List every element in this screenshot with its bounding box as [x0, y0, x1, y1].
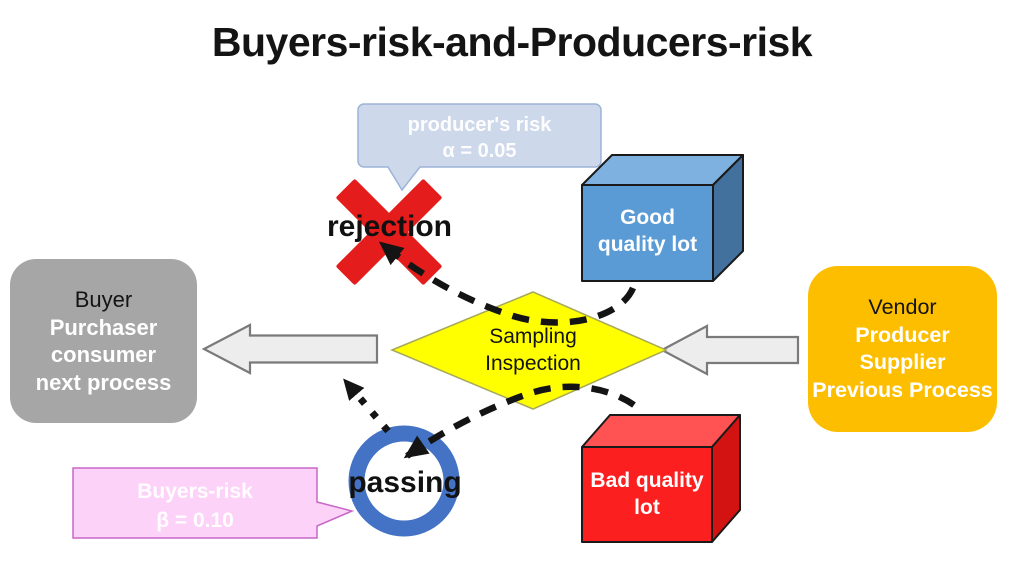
passing-label: passing	[348, 466, 462, 499]
buyer-box-text: Buyer Purchaser consumer next process	[10, 259, 197, 423]
vendor-box-text: Vendor Producer Supplier Previous Proces…	[808, 266, 997, 432]
good-lot-rejection-dashed-arrow	[378, 241, 637, 326]
bad-lot-line2: lot	[634, 496, 660, 519]
vendor-line1: Vendor	[868, 295, 937, 319]
buyers-risk-line1: Buyers-risk	[137, 480, 253, 503]
producers-risk-line2: α = 0.05	[442, 140, 517, 162]
rejection-x-icon	[336, 179, 442, 285]
producers-risk-callout-text: producer's risk α = 0.05	[358, 112, 601, 164]
buyers-risk-callout-bubble	[72, 467, 355, 539]
vendor-line3: Supplier	[859, 350, 946, 374]
buyers-risk-callout-text: Buyers-risk β = 0.10	[73, 477, 317, 535]
good-lot-line2: quality lot	[597, 233, 698, 256]
flow-arrow-vendor-to-inspection	[659, 324, 800, 376]
slide-title: Buyers-risk-and-Producers-risk	[211, 19, 813, 65]
producers-risk-line1: producer's risk	[407, 114, 552, 136]
passing-ring-icon	[348, 425, 460, 537]
bad-lot-cube-front	[581, 446, 713, 543]
vendor-line2: Producer	[855, 322, 950, 347]
buyers-risk-line2: β = 0.10	[156, 509, 234, 532]
inspection-line2: Inspection	[485, 352, 581, 375]
sampling-inspection-diamond	[390, 291, 668, 410]
bad-lot-passing-dashed-arrow	[403, 383, 636, 459]
rejection-label: rejection	[326, 210, 453, 243]
flow-arrow-inspection-to-buyer	[201, 323, 379, 375]
inspection-line1: Sampling	[489, 325, 577, 348]
bad-lot-cube	[581, 414, 741, 543]
good-lot-cube	[581, 154, 744, 282]
passing-to-buyer-dotted-arrow	[343, 378, 391, 434]
buyer-line3: consumer	[50, 342, 157, 367]
buyer-box	[10, 259, 197, 423]
good-lot-cube-front	[581, 184, 714, 282]
good-lot-line1: Good	[620, 206, 675, 229]
vendor-box	[808, 266, 997, 432]
bad-lot-line1: Bad quality	[590, 469, 704, 492]
good-lot-label: Good quality lot	[582, 204, 713, 258]
buyer-line4: next process	[35, 369, 172, 395]
buyer-line2: Purchaser	[49, 314, 158, 340]
sampling-inspection-label: Sampling Inspection	[433, 323, 633, 377]
producers-risk-callout-bubble	[357, 103, 602, 192]
buyer-line1: Buyer	[74, 287, 133, 312]
bad-lot-label: Bad quality lot	[582, 467, 712, 521]
vendor-line4: Previous Process	[812, 377, 993, 402]
